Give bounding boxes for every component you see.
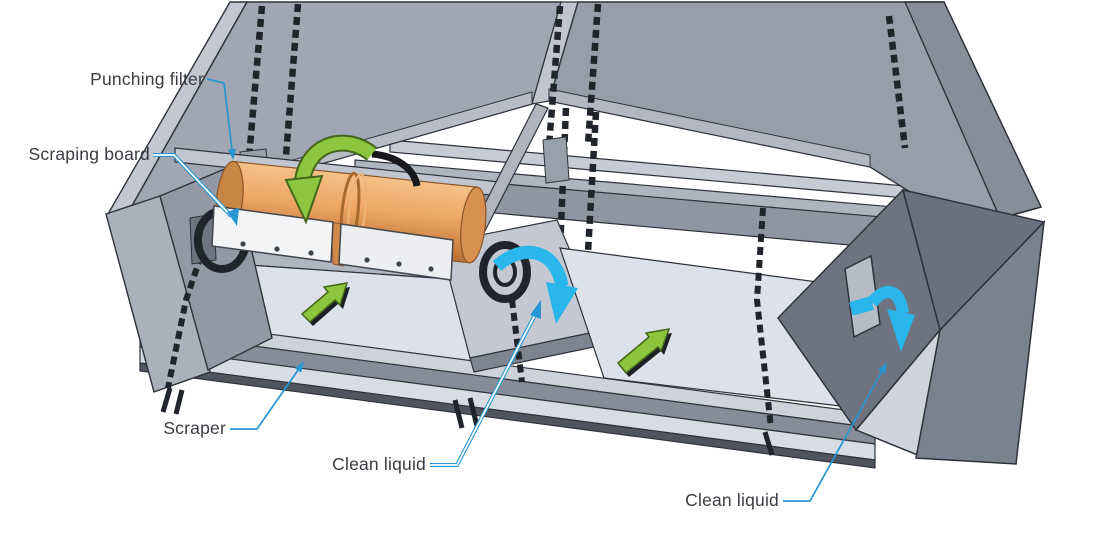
label-clean-liquid-outlet: Clean liquid xyxy=(685,490,779,510)
outlet-tank xyxy=(777,188,1046,465)
leader-scraper xyxy=(230,361,305,430)
motion-arrow-left-icon xyxy=(300,282,350,326)
tank-window xyxy=(844,254,881,339)
label-scraping-board: Scraping board xyxy=(28,144,150,164)
board-rivets xyxy=(240,241,434,272)
label-scraper: Scraper xyxy=(163,418,226,438)
tank-right-wall xyxy=(915,219,1046,465)
scraping-board-left xyxy=(211,205,334,263)
flow-arrow-middle-icon xyxy=(492,245,578,324)
middle-chain xyxy=(509,299,525,383)
scraping-boards xyxy=(211,205,454,281)
scraping-board-right xyxy=(338,223,454,281)
flow-arrow-outlet-icon xyxy=(849,286,915,352)
middle-chain-hooks xyxy=(452,397,480,429)
lid-right xyxy=(548,1,1042,229)
motion-arrow-right-icon xyxy=(616,328,672,377)
label-punching-filter: Punching filter xyxy=(90,69,204,89)
rotation-band xyxy=(371,150,421,187)
leader-lines xyxy=(153,78,887,502)
label-clean-liquid-left: Clean liquid xyxy=(332,454,426,474)
leader-clean-liquid-outlet xyxy=(783,362,887,502)
right-chain xyxy=(753,207,775,456)
leader-punching-filter xyxy=(206,78,236,160)
roller-rotation-arrow-icon xyxy=(284,134,421,225)
middle-sprocket xyxy=(479,241,531,303)
